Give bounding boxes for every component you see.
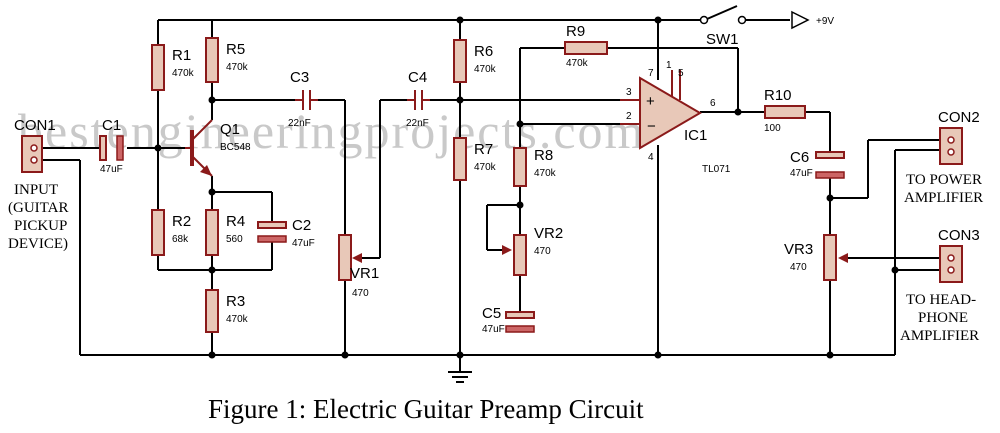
r3-name: R3 — [226, 293, 245, 310]
r4-resistor: R4 560 — [205, 209, 245, 256]
r9-resistor: R9 470k — [564, 23, 608, 69]
c5-capacitor: C5 47uF — [482, 305, 535, 335]
c1-value: 47uF — [100, 164, 123, 175]
r7-resistor: R7 470k — [453, 137, 497, 181]
c5-name: C5 — [482, 305, 501, 322]
con2-connector: CON2 TO POWER AMPLIFIER — [904, 109, 983, 206]
r7-name: R7 — [474, 141, 493, 158]
r2-name: R2 — [172, 213, 191, 230]
r8-resistor: R8 470k — [513, 147, 557, 187]
ic1-pin-4: 4 — [648, 152, 654, 163]
vr1-value: 470 — [352, 288, 369, 299]
r8-value: 470k — [534, 168, 557, 179]
sw1-label: SW1 — [706, 31, 739, 48]
r4-name: R4 — [226, 213, 245, 230]
con1-connector: CON1 INPUT (GUITAR PICKUP DEVICE) — [8, 117, 68, 252]
ic1-plus: + — [646, 93, 655, 110]
r10-resistor: R10 100 — [764, 87, 806, 134]
vr2-potentiometer: VR2 470 — [502, 225, 563, 276]
r6-value: 470k — [474, 64, 497, 75]
junctions — [154, 16, 899, 359]
c4-value: 22nF — [406, 118, 429, 129]
ic1-pin-6: 6 — [710, 98, 716, 109]
vr3-potentiometer: VR3 470 — [784, 234, 848, 281]
r5-value: 470k — [226, 62, 249, 73]
r5-name: R5 — [226, 41, 245, 58]
r4-value: 560 — [226, 234, 243, 245]
r3-resistor: R3 470k — [205, 289, 249, 333]
con1-name: CON1 — [14, 117, 56, 134]
c1-name: C1 — [102, 117, 121, 134]
ic1-name: IC1 — [684, 127, 707, 144]
c5-value: 47uF — [482, 324, 505, 335]
sw1-switch: SW1 — [699, 5, 747, 48]
r10-value: 100 — [764, 123, 781, 134]
r3-value: 470k — [226, 314, 249, 325]
vr3-value: 470 — [790, 262, 807, 273]
vr3-name: VR3 — [784, 241, 813, 258]
c6-capacitor: C6 47uF — [790, 149, 845, 179]
ic1-pin-1: 1 — [666, 60, 672, 71]
c3-value: 22nF — [288, 118, 311, 129]
vr2-name: VR2 — [534, 225, 563, 242]
ic1-pin-2: 2 — [626, 111, 632, 122]
r1-value: 470k — [172, 68, 195, 79]
r2-resistor: R2 68k — [151, 209, 191, 256]
c4-name: C4 — [408, 69, 427, 86]
c6-name: C6 — [790, 149, 809, 166]
c6-value: 47uF — [790, 168, 813, 179]
ground-symbol — [448, 371, 472, 383]
r5-resistor: R5 470k — [205, 37, 249, 83]
figure-caption: Figure 1: Electric Guitar Preamp Circuit — [208, 394, 644, 424]
con1-note-1: INPUT — [14, 182, 58, 198]
q1-name: Q1 — [220, 121, 240, 138]
r10-name: R10 — [764, 87, 792, 104]
con2-name: CON2 — [938, 109, 980, 126]
ic1-pin-5: 5 — [678, 68, 684, 79]
supply-terminal: +9V — [791, 10, 834, 30]
r1-name: R1 — [172, 47, 191, 64]
ic1-minus: − — [647, 118, 656, 135]
vr1-potentiometer: VR1 470 — [338, 234, 379, 299]
con1-note-2: (GUITAR — [8, 200, 68, 216]
c1-capacitor: C1 47uF — [99, 117, 124, 175]
r9-value: 470k — [566, 58, 589, 69]
con3-connector: CON3 TO HEAD- PHONE AMPLIFIER — [900, 227, 980, 344]
c4-capacitor: C4 22nF — [406, 69, 430, 129]
con3-name: CON3 — [938, 227, 980, 244]
c2-capacitor: C2 47uF — [257, 217, 315, 249]
r8-name: R8 — [534, 147, 553, 164]
ic1-pin-3: 3 — [626, 87, 632, 98]
r7-value: 470k — [474, 162, 497, 173]
r2-value: 68k — [172, 234, 189, 245]
vr1-name: VR1 — [350, 265, 379, 282]
con3-note-1: TO HEAD- — [906, 292, 976, 308]
c3-name: C3 — [290, 69, 309, 86]
c2-value: 47uF — [292, 238, 315, 249]
ic1-value: TL071 — [702, 164, 731, 175]
con2-note-1: TO POWER — [906, 172, 982, 188]
q1-value: BC548 — [220, 142, 251, 153]
con1-note-4: DEVICE) — [8, 236, 68, 252]
vr2-value: 470 — [534, 246, 551, 257]
con2-note-2: AMPLIFIER — [904, 190, 983, 206]
c3-capacitor: C3 22nF — [288, 69, 318, 129]
supply-voltage: +9V — [816, 16, 834, 27]
ic1-pin-7: 7 — [648, 68, 654, 79]
c2-name: C2 — [292, 217, 311, 234]
r9-name: R9 — [566, 23, 585, 40]
q1-transistor: Q1 BC548 — [185, 119, 251, 177]
con3-note-2: PHONE — [918, 310, 968, 326]
ic1-opamp: + − 3 2 4 6 7 1 5 IC1 TL071 — [620, 60, 731, 175]
wires — [40, 19, 940, 372]
r6-resistor: R6 470k — [453, 39, 497, 83]
r1-resistor: R1 470k — [151, 44, 195, 91]
con1-note-3: PICKUP — [14, 218, 67, 234]
con3-note-3: AMPLIFIER — [900, 328, 979, 344]
r6-name: R6 — [474, 43, 493, 60]
